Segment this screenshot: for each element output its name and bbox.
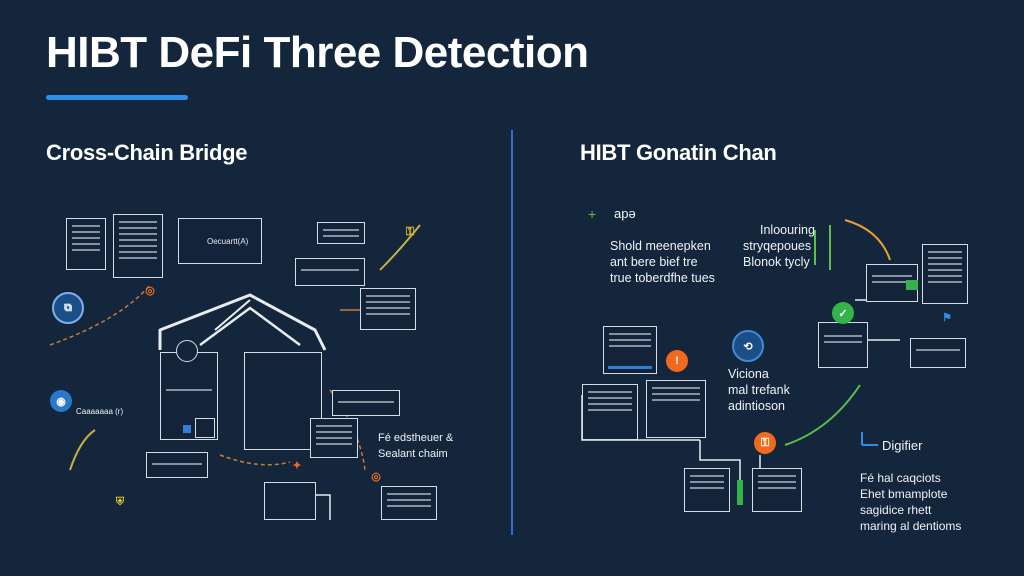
chain-icon: ⟲ <box>732 330 764 362</box>
document-card <box>113 214 163 278</box>
block4-line-3: sagidice rhett <box>860 503 932 517</box>
node-card <box>603 326 657 374</box>
node-icon: ◎ <box>371 470 381 483</box>
node-card <box>582 384 638 440</box>
globe-icon: ◉ <box>50 390 72 412</box>
node-card <box>646 380 706 438</box>
bridge-node-right <box>244 352 322 450</box>
node-card <box>146 452 208 478</box>
alert-icon: ✦ <box>292 459 302 472</box>
block1-line-1: Shold meenepken <box>610 239 711 253</box>
node-card <box>818 322 868 368</box>
wallet-icon: ⧉ <box>52 292 84 324</box>
node-card <box>310 418 358 458</box>
page-title: HIBT DeFi Three Detection <box>46 28 589 77</box>
alert-icon: ! <box>666 350 688 372</box>
node-card <box>381 486 437 520</box>
block1-line-2: ant bere bief tre <box>610 255 698 269</box>
document-card <box>922 244 968 304</box>
bridge-node-left <box>160 352 218 440</box>
block3-line-1: Viciona <box>728 367 769 381</box>
block2-line-3: Blonok tycly <box>743 255 810 269</box>
check-icon: ✓ <box>832 302 854 324</box>
block2-line-2: stryqepoues <box>743 239 812 253</box>
node-card <box>684 468 730 512</box>
block3-line-3: adintioson <box>728 399 785 413</box>
plus-icon: + <box>588 206 597 222</box>
side-icon-label: Caaaaaaa (r) <box>76 407 124 416</box>
node-card <box>317 222 365 244</box>
status-chip <box>906 280 918 290</box>
node-card <box>752 468 802 512</box>
block3-line-2: mal trefank <box>728 383 790 397</box>
shield-icon: ⛨ <box>115 495 125 508</box>
node-card <box>910 338 966 368</box>
block4-line-2: Ehet bmamplote <box>860 487 948 501</box>
legend-line-1: Fé edstheuer & <box>378 432 454 444</box>
link-icon: ⚑ <box>942 311 952 324</box>
block1-line-3: true toberdfhe tues <box>610 271 715 285</box>
right-section-title: HIBT Gonatin Chan <box>580 140 777 165</box>
digitizer-label: Digifier <box>882 438 923 453</box>
block2-line-1: Inloouring <box>760 223 815 237</box>
status-chip <box>183 425 191 433</box>
key-icon: ⚿ <box>405 225 415 238</box>
node-card <box>360 288 416 330</box>
node-card <box>332 390 400 416</box>
section-divider <box>511 130 513 535</box>
lock-icon <box>176 340 198 362</box>
left-section-title: Cross-Chain Bridge <box>46 140 248 165</box>
node-card: Oecuartt(A) <box>178 218 262 264</box>
right-tag: apə <box>614 206 636 221</box>
block4-line-4: maring al dentioms <box>860 519 962 533</box>
title-underline <box>46 95 188 100</box>
node-icon: ◎ <box>145 284 155 297</box>
node-card <box>295 258 365 286</box>
link-icon <box>195 418 215 438</box>
document-card <box>66 218 106 270</box>
block4-line-1: Fé hal caqciots <box>860 471 941 485</box>
lock-icon: ⚿ <box>754 432 776 454</box>
node-card <box>264 482 316 520</box>
legend-line-2: Sealant chaim <box>378 448 448 460</box>
